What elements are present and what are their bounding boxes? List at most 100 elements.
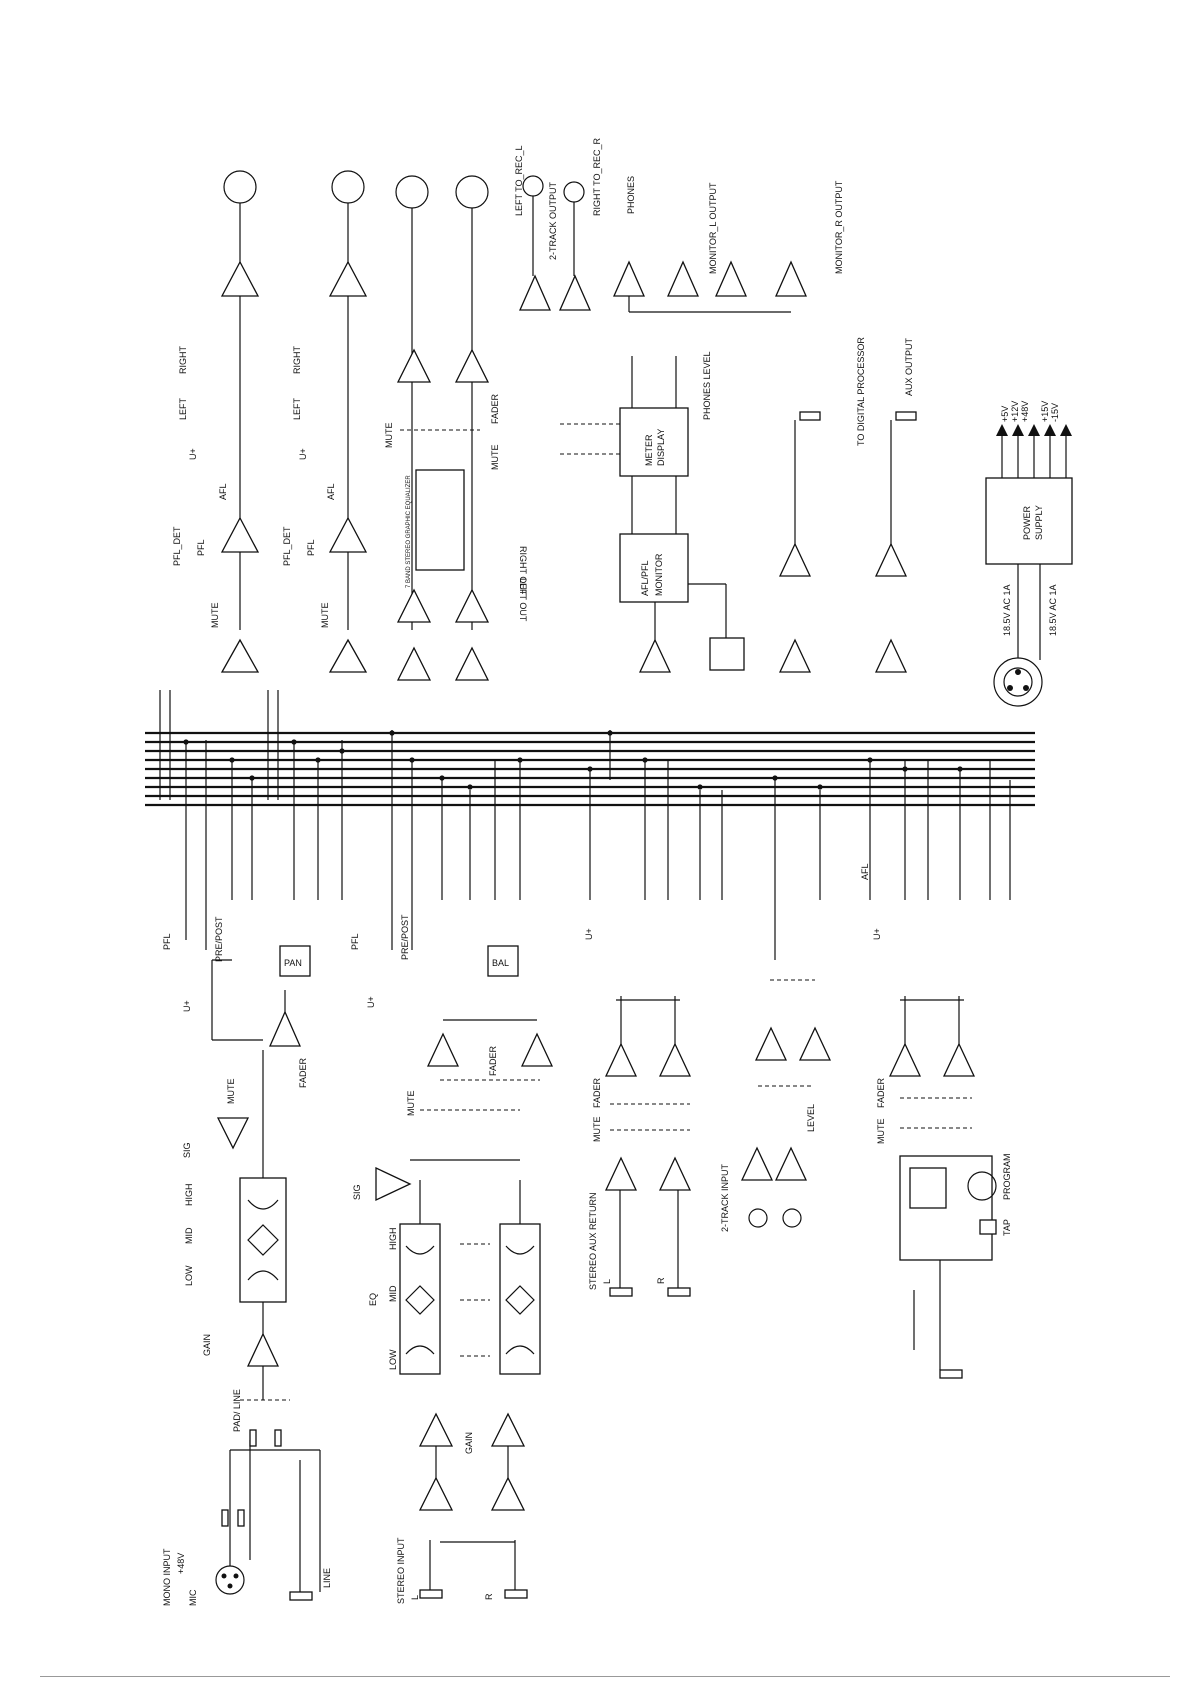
bus-junctions <box>183 730 963 790</box>
gain-amp <box>246 1332 280 1367</box>
label-right-out: RIGHT OUT <box>518 546 528 596</box>
label-pfl-mono: PFL <box>162 933 172 950</box>
line-jack <box>289 1591 313 1601</box>
label-rail-p15: +15V <box>1040 401 1050 422</box>
labels: MONO INPUT MIC +48V LINE PAD/ LINE GAIN … <box>162 137 1060 1606</box>
label-right-to-rec: RIGHT TO_REC_R <box>592 137 602 216</box>
rca-in-r <box>782 1208 802 1228</box>
label-aux-l: L <box>602 1279 612 1284</box>
label-prepost-mono: PRE/POST <box>214 916 224 962</box>
label-uplus-dsp: U+ <box>872 928 882 940</box>
label-stereo-aux-return: STEREO AUX RETURN <box>588 1192 598 1290</box>
label-mute-stereo: MUTE <box>406 1091 416 1117</box>
xlr-mic-jack <box>215 1565 245 1595</box>
label-to-digital-processor: TO DIGITAL PROCESSOR <box>856 337 866 446</box>
label-program: PROGRAM <box>1002 1153 1012 1200</box>
label-mute-meter-l: MUTE <box>384 423 394 449</box>
two-track-amp-r <box>774 1146 808 1181</box>
xlr-main-l <box>223 170 257 204</box>
label-mono-input: MONO INPUT <box>162 1548 172 1606</box>
label-afl-dsp: AFL <box>860 863 870 880</box>
bal-block <box>487 945 519 977</box>
label-rail-m15: -15V <box>1050 403 1060 422</box>
stereo-jack-l <box>419 1589 443 1599</box>
label-afl-out-1: AFL <box>218 483 228 500</box>
label-fader-main: FADER <box>490 393 500 424</box>
stereo-in-amp-r <box>490 1476 526 1511</box>
stereo-jack-r <box>504 1589 528 1599</box>
graphic-eq-block <box>415 469 465 571</box>
main-outputs <box>220 170 489 673</box>
pan-block <box>279 945 311 977</box>
label-pad-line: PAD/ LINE <box>232 1389 242 1432</box>
aux-ret-amp-l <box>604 1156 638 1191</box>
label-left-1: LEFT <box>178 397 188 420</box>
meter-display-block <box>619 407 689 477</box>
label-left-2: LEFT <box>292 397 302 420</box>
label-rail-p5: +5V <box>1000 406 1010 422</box>
mono-eq-block <box>239 1177 287 1303</box>
label-pan: PAN <box>284 958 302 968</box>
stereo-gain-amp-l <box>418 1412 454 1447</box>
label-eq: EQ <box>368 1293 378 1306</box>
label-high-mono: HIGH <box>184 1184 194 1207</box>
label-meter-2: DISPLAY <box>656 429 666 466</box>
label-level: LEVEL <box>806 1104 816 1132</box>
bus-taps <box>159 690 1011 960</box>
label-fader-mono: FADER <box>298 1057 308 1088</box>
label-right-2: RIGHT <box>292 346 302 375</box>
tap-button <box>979 1219 997 1235</box>
label-bal: BAL <box>492 958 509 968</box>
label-pfl-det-1: PFL_DET <box>172 526 182 566</box>
label-pfl-out-2: PFL <box>306 539 316 556</box>
label-phantom: +48V <box>176 1553 186 1574</box>
fader-amp-mono <box>269 1010 301 1047</box>
label-stereo-r: R <box>484 1593 494 1600</box>
aux-fader-amp-l <box>604 1042 638 1077</box>
power-supply-block <box>985 477 1073 565</box>
label-sig-mono: SIG <box>182 1142 192 1158</box>
label-tap: TAP <box>1002 1219 1012 1236</box>
label-left-to-rec: LEFT TO_REC_L <box>514 145 524 216</box>
label-two-track-output: 2-TRACK OUTPUT <box>548 181 558 260</box>
stereo-in-amp-l <box>418 1476 454 1511</box>
label-rail-p12: +12V <box>1010 401 1020 422</box>
label-aux-output: AUX OUTPUT <box>904 337 914 396</box>
stereo-input-channel <box>375 945 554 1599</box>
label-phones: PHONES <box>626 176 636 214</box>
two-track-input <box>740 979 832 1228</box>
two-track-output <box>519 175 591 311</box>
label-graphic-eq: 7 BAND STEREO GRAPHIC EQUALIZER <box>406 475 412 588</box>
rca-in-l <box>748 1208 768 1228</box>
label-mid-mono: MID <box>184 1227 194 1244</box>
two-track-amp-l <box>740 1146 774 1181</box>
label-mute-dsp: MUTE <box>876 1119 886 1145</box>
xlr-main-r <box>331 170 365 204</box>
label-line: LINE <box>322 1568 332 1588</box>
label-gain-stereo: GAIN <box>464 1432 474 1454</box>
label-monitor-l-output: MONITOR_L OUTPUT <box>708 182 718 274</box>
label-aux-r: R <box>656 1277 666 1284</box>
label-uplus-stereo: U+ <box>366 996 376 1008</box>
label-mute-mono: MUTE <box>226 1079 236 1105</box>
two-track-level-amp-r <box>798 1026 832 1061</box>
power-supply-section <box>985 424 1073 707</box>
two-track-level-amp-l <box>754 1026 788 1061</box>
mono-input-channel <box>211 945 321 1601</box>
label-low-stereo: LOW <box>388 1349 398 1370</box>
label-prepost-stereo: PRE/POST <box>400 914 410 960</box>
program-knob <box>967 1171 997 1201</box>
digital-effects-section <box>888 996 997 1379</box>
label-meter-1: METER <box>644 434 654 466</box>
ac-input-jack <box>993 657 1043 707</box>
label-mute-meter-r: MUTE <box>490 445 500 471</box>
monitor-section <box>560 260 807 673</box>
sig-led-detector <box>216 1117 250 1150</box>
main-out-amp-r <box>328 260 368 297</box>
graphic-eq-section <box>396 208 490 681</box>
label-fader-dsp: FADER <box>876 1077 886 1108</box>
label-mid-stereo: MID <box>388 1285 398 1302</box>
label-pfl-stereo: PFL <box>350 933 360 950</box>
label-uplus-out-1: U+ <box>188 448 198 460</box>
